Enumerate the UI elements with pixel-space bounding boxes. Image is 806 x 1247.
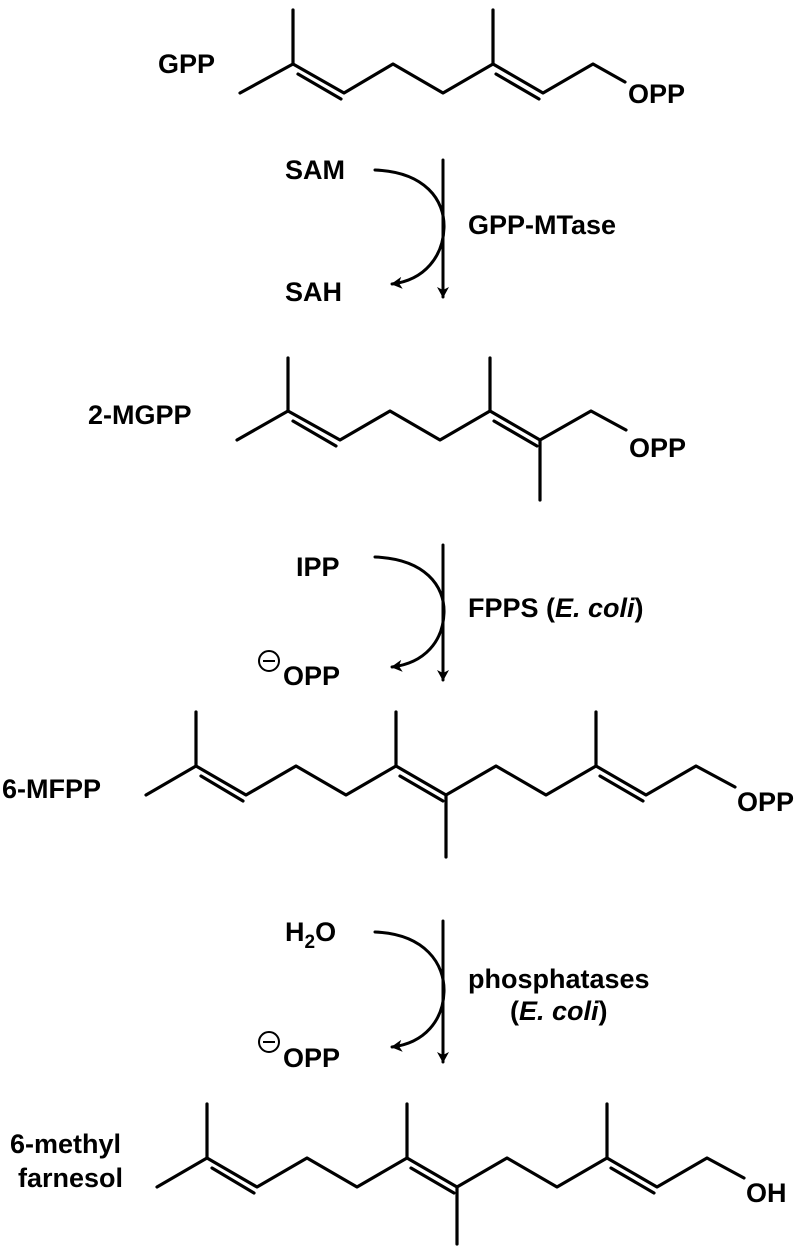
methylfarnesol-skeleton [155,1102,746,1246]
mfpp-skeleton [144,710,737,859]
opp-leaving-label-1: OPP [283,661,340,691]
gpp-label: GPP [158,49,215,79]
ipp-label: IPP [296,552,340,582]
sah-label: SAH [285,277,342,307]
mfpp-label: 6-MFPP [2,774,101,804]
cosubstrate-arc-2 [373,555,446,672]
step-3: H2O OPP phosphatases (E. coli) [258,917,650,1073]
sam-label: SAM [285,155,345,185]
methylfarnesol-label-line2: farnesol [18,1163,123,1193]
cosubstrate-arc-3 [373,930,446,1052]
methylfarnesol-label-line1: 6-methyl [10,1129,121,1159]
gpp-mtase-label: GPP-MTase [468,210,616,240]
step-1: SAM SAH GPP-MTase [285,155,616,307]
phosphatases-source-label: (E. coli) [510,996,608,1026]
step-2: IPP OPP FPPS (E. coli) [258,543,644,691]
mgpp-skeleton [235,356,628,502]
gpp-skeleton [238,8,627,101]
mfpp-structure: 6-MFPP OPP [2,710,794,859]
water-label: H2O [285,917,336,953]
mgpp-structure: 2-MGPP OPP [88,356,686,502]
mgpp-label: 2-MGPP [88,400,192,430]
mgpp-opp-label: OPP [629,433,686,463]
opp-leaving-label-2: OPP [283,1043,340,1073]
methylfarnesol-structure: 6-methyl farnesol OH [10,1102,787,1246]
fpps-label: FPPS (E. coli) [468,593,644,623]
cosubstrate-arc-1 [373,168,446,289]
mfpp-opp-label: OPP [737,787,794,817]
charge-minus-icon [258,650,280,672]
charge-minus-icon [258,1031,280,1053]
oh-label: OH [746,1178,787,1208]
phosphatases-label: phosphatases [468,964,650,994]
gpp-structure: GPP OPP [158,8,685,109]
gpp-opp-label: OPP [628,79,685,109]
